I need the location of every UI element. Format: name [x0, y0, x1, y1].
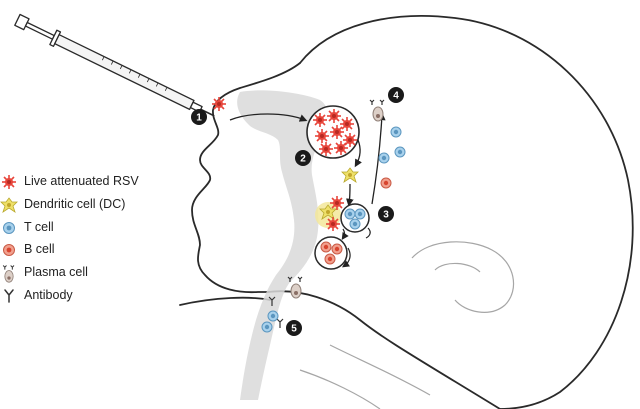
t-cell-activation-site: [340, 203, 371, 239]
legend-item-dendritic-cell: Dendritic cell (DC): [0, 195, 190, 215]
legend-item-virus: Live attenuated RSV: [0, 172, 190, 192]
b-cell-icon: [3, 244, 15, 256]
svg-text:4: 4: [393, 91, 399, 102]
antibody-icon: [4, 289, 14, 303]
antibody-icon: [268, 296, 284, 328]
legend-item-t-cell: T cell: [0, 218, 190, 238]
legend-item-antibody: Antibody: [0, 286, 190, 306]
step-marker-4: 4: [388, 87, 404, 103]
plasma-cell-icon: [287, 276, 303, 299]
legend-item-b-cell: B cell: [0, 240, 190, 260]
step-marker-1: 1: [191, 109, 207, 125]
step-marker-5: 5: [286, 320, 302, 336]
step-marker-2: 2: [295, 150, 311, 166]
arrow-node-to-bcell: [341, 228, 349, 240]
svg-text:5: 5: [291, 324, 297, 335]
infant-head-outline: [179, 15, 634, 409]
legend-label: T cell: [24, 220, 54, 234]
t-cell-icon: [261, 321, 273, 333]
plasma-cell-icon: [369, 99, 385, 122]
legend-label: Plasma cell: [24, 265, 88, 279]
legend-label: Live attenuated RSV: [24, 174, 139, 188]
legend-label: Antibody: [24, 288, 73, 302]
step-marker-3: 3: [378, 206, 394, 222]
legend-item-plasma-cell: Plasma cell: [0, 263, 190, 283]
plasma-cell-icon: [2, 265, 15, 283]
t-cell-icon: [3, 222, 15, 234]
airway: [237, 90, 328, 400]
arrow-site-down: [354, 139, 362, 168]
svg-text:2: 2: [300, 154, 306, 165]
svg-text:1: 1: [196, 113, 202, 124]
arrow-dc-down: [346, 183, 354, 207]
t-cell-icon: [394, 146, 406, 158]
arrow-nose-to-site: [229, 113, 308, 122]
t-cell-icon: [390, 126, 402, 138]
t-cell-icon: [378, 152, 390, 164]
arrow-return-up: [371, 112, 386, 205]
dendritic-cell-icon: [0, 197, 18, 213]
b-cell-activation-site: [314, 236, 351, 270]
virus-drop-icon: [211, 96, 227, 112]
legend-label: Dendritic cell (DC): [24, 197, 126, 211]
nasopharynx-infection-site: [306, 105, 360, 159]
svg-text:3: 3: [383, 210, 389, 221]
virus-icon: [2, 175, 16, 189]
t-cell-icon: [267, 310, 279, 322]
ear-outline: [299, 241, 515, 409]
b-cell-icon: [380, 177, 392, 189]
syringe: [14, 13, 215, 117]
lymph-node-dc-activation: [315, 195, 345, 232]
traveling-dc-icon: [341, 167, 359, 183]
legend-label: B cell: [24, 242, 55, 256]
